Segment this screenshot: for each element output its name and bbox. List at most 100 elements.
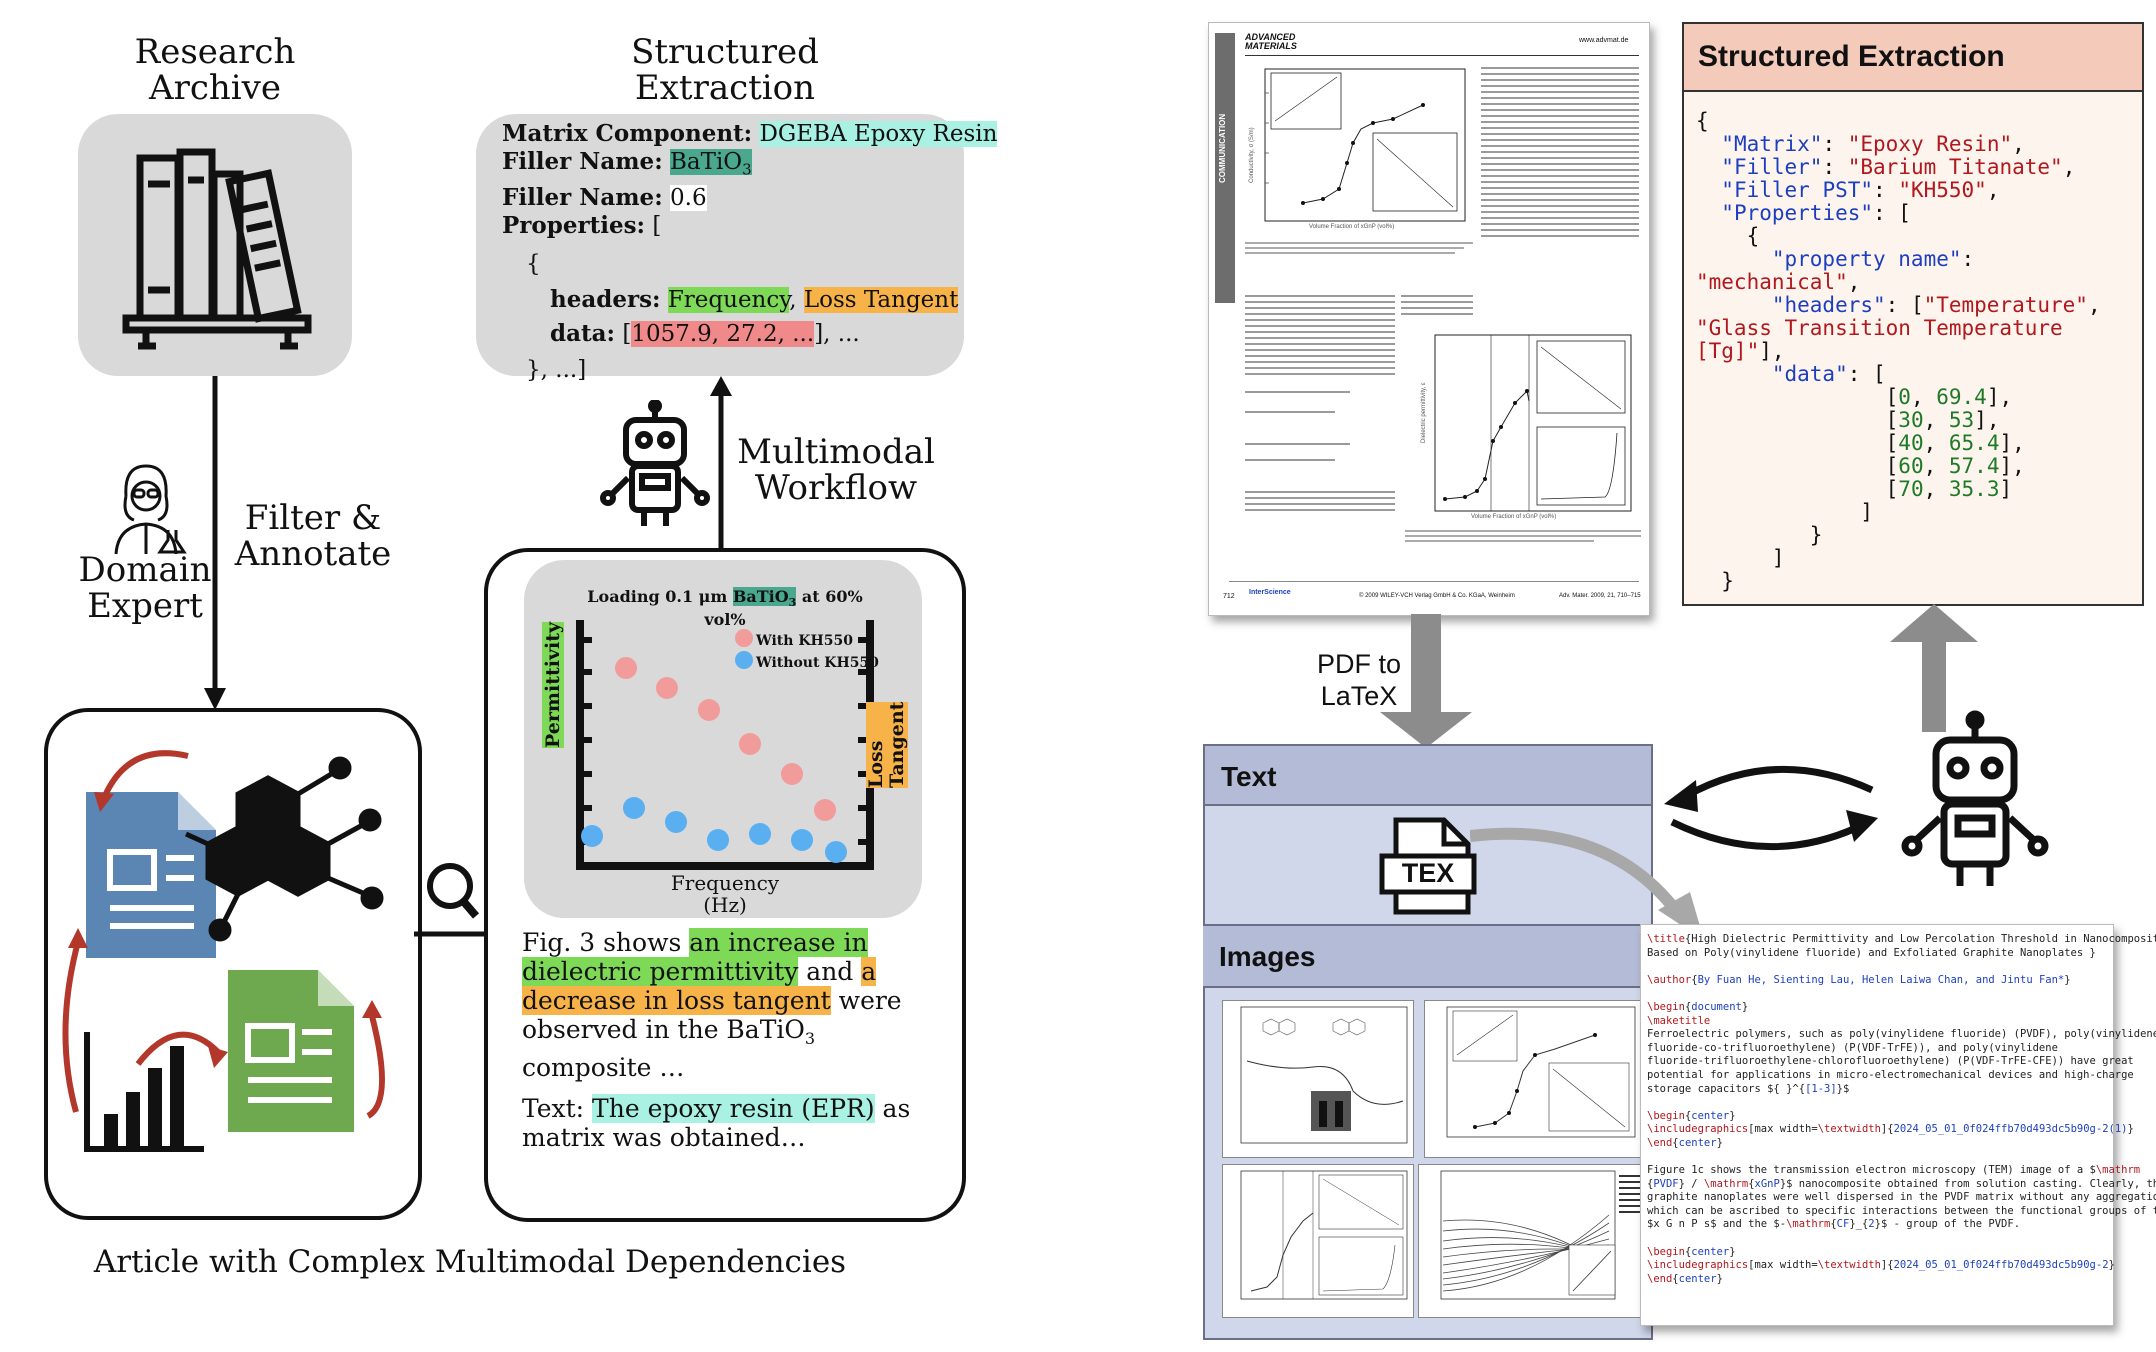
paper-xlabel-1: Volume Fraction of xGnP (vol%) <box>1309 224 1395 230</box>
structured-extraction-content: Matrix Component: DGEBA Epoxy Resin Fill… <box>502 120 998 383</box>
json-line: "Matrix": "Epoxy Resin", <box>1721 132 2025 156</box>
json-code: { "Matrix": "Epoxy Resin", "Filler": "Ba… <box>1696 110 2136 593</box>
brace-close: }, ...] <box>526 356 587 383</box>
latex-line: fluoride-co-trifluoroethylene) (P(VDF-Tr… <box>1647 1041 2058 1054</box>
robot-icon-right <box>1901 710 2049 886</box>
data-key: data: <box>550 319 616 347</box>
series-without-kh550 <box>581 797 847 863</box>
header-frequency: Frequency <box>667 286 790 313</box>
json-line: } <box>1696 569 1734 593</box>
bidirectional-arrows-icon <box>1664 765 1878 851</box>
image-thumbnail-4 <box>1418 1164 1648 1318</box>
json-line: "headers": ["Temperature", <box>1771 293 2101 317</box>
plot-title: Loading 0.1 μm BaTiO3 at 60%vol% <box>587 587 863 630</box>
json-line: ] <box>1696 546 1785 570</box>
legend-without-kh550: Without KH550 <box>756 655 879 671</box>
header-loss-tangent: Loss Tangent <box>803 286 959 313</box>
json-line: "property name": <box>1771 247 1975 271</box>
json-line: "Properties": [ <box>1721 201 1911 225</box>
properties-key: Properties: <box>502 211 646 239</box>
paper-mid-column <box>1401 291 1473 319</box>
down-arrow-icon <box>204 376 226 710</box>
data-values: 1057.9, 27.2, ... <box>631 320 815 347</box>
filter-annotate-label: Filter & Annotate <box>234 498 392 574</box>
paper-permittivity-figure <box>1434 334 1632 512</box>
json-line: "mechanical", <box>1696 270 1861 294</box>
filler-key: Filler Name: <box>502 148 663 175</box>
image-thumbnail-2 <box>1424 1000 1642 1158</box>
legend-marker-without <box>735 651 753 669</box>
latex-line <box>1647 987 2107 1001</box>
tex-label: TEX <box>1401 858 1455 888</box>
text-section-header: Text <box>1203 744 1653 806</box>
side-tab-label: COMMUNICATION <box>1218 113 1227 183</box>
brace-open: { <box>526 250 541 277</box>
pdf-arrow-head <box>1380 712 1472 748</box>
multimodal-workflow-label: Multimodal Workflow <box>737 432 935 508</box>
json-extraction-header: Structured Extraction <box>1682 22 2144 92</box>
paper-left-column <box>1245 291 1395 515</box>
paper-ylabel-2: Dielectric permittivity, ε <box>1421 382 1427 443</box>
magnifier-icon <box>414 863 502 944</box>
robot-icon <box>600 400 710 526</box>
paper-ylabel-1: Conductivity, σ (S/m) <box>1249 127 1255 183</box>
citation: Adv. Mater. 2009, 21, 710–715 <box>1559 593 1641 599</box>
pdf-to-latex-label: PDF to LaTeX <box>1316 649 1402 711</box>
paper-caption-lines <box>1245 239 1473 257</box>
latex-line: \maketitle <box>1647 1014 1711 1027</box>
json-line: [30, 53], <box>1696 408 2000 432</box>
json-line: ] <box>1696 500 1874 524</box>
matrix-value: DGEBA Epoxy Resin <box>759 121 998 147</box>
plot-chart <box>576 620 874 870</box>
bar-chart-icon <box>84 1032 204 1152</box>
side-tab <box>1215 33 1235 303</box>
json-line: } <box>1696 523 1823 547</box>
structured-extraction-title: Structured Extraction <box>631 32 819 108</box>
json-line: [40, 65.4], <box>1696 431 2025 455</box>
json-line: [Tg]"], <box>1696 339 1785 363</box>
latex-line: potential for applications in micro-elec… <box>1647 1068 2134 1081</box>
article-caption: Article with Complex Multimodal Dependen… <box>93 1244 847 1280</box>
json-line: "Filler": "Barium Titanate", <box>1721 155 2076 179</box>
latex-line: Ferroelectric polymers, such as poly(vin… <box>1647 1028 2156 1041</box>
latex-line: {PVDF} / \mathrm{xGnP}$ nanocomposite ob… <box>1647 1177 2156 1190</box>
latex-line <box>1647 1151 2107 1165</box>
journal-url: www.advmat.de <box>1579 37 1629 44</box>
json-arrow-head <box>1890 604 1978 642</box>
image-thumbnail-3 <box>1222 1164 1414 1318</box>
pdf-arrow-body <box>1411 614 1441 716</box>
copyright: © 2009 WILEY-VCH Verlag GmbH & Co. KGaA,… <box>1359 593 1515 599</box>
latex-text-page: \title{High Dielectric Permittivity and … <box>1640 924 2156 1326</box>
json-line: [0, 69.4], <box>1696 385 2013 409</box>
latex-line: \end{center} <box>1647 1272 1723 1285</box>
json-line: "Glass Transition Temperature <box>1696 316 2063 340</box>
research-archive-box <box>78 114 352 376</box>
json-line: [70, 35.3] <box>1696 477 2013 501</box>
latex-line: \author{By Fuan He, Sienting Lau, Helen … <box>1647 973 2071 986</box>
publisher-logo: InterScience <box>1249 589 1291 596</box>
research-archive-title: Research Archive <box>134 32 296 108</box>
paper-caption-lines-2 <box>1405 527 1641 545</box>
scientist-icon <box>114 464 187 555</box>
series-with-kh550 <box>615 657 836 821</box>
plot-y-left-label: Permittivity <box>542 621 564 748</box>
pdf-page: COMMUNICATION ADVANCED MATERIALS www.adv… <box>1208 22 1650 616</box>
latex-line <box>1647 1096 2107 1110</box>
legend-with-kh550: With KH550 <box>756 633 853 649</box>
images-section-header: Images <box>1203 926 1653 988</box>
latex-line: which can be ascribed to specific intera… <box>1647 1204 2156 1217</box>
figure-text: Fig. 3 shows an increase in dielectric p… <box>522 928 911 1152</box>
matrix-key: Matrix Component: <box>502 120 753 147</box>
latex-line: fluoride-trifluoroethylene-chlorofluoroe… <box>1647 1055 2134 1068</box>
latex-line: storage capacitors ${ }^{[1-3]}$ <box>1647 1082 1850 1095</box>
latex-line: graphite nanoplates were well dispersed … <box>1647 1191 2156 1204</box>
plot-legend-labels: With KH550 Without KH550 <box>756 630 879 674</box>
latex-line: $x G n P s$ and the $-\mathrm{CF}_{2}$ -… <box>1647 1218 2021 1231</box>
json-arrow-body <box>1922 640 1946 732</box>
latex-line: Figure 1c shows the transmission electro… <box>1647 1164 2141 1177</box>
latex-lines: \title{High Dielectric Permittivity and … <box>1641 925 2156 1294</box>
tex-file-icon <box>1379 817 1477 915</box>
headers-key: headers: <box>550 285 661 313</box>
latex-line: \begin{center} <box>1647 1109 1736 1122</box>
article-box <box>44 708 422 1220</box>
